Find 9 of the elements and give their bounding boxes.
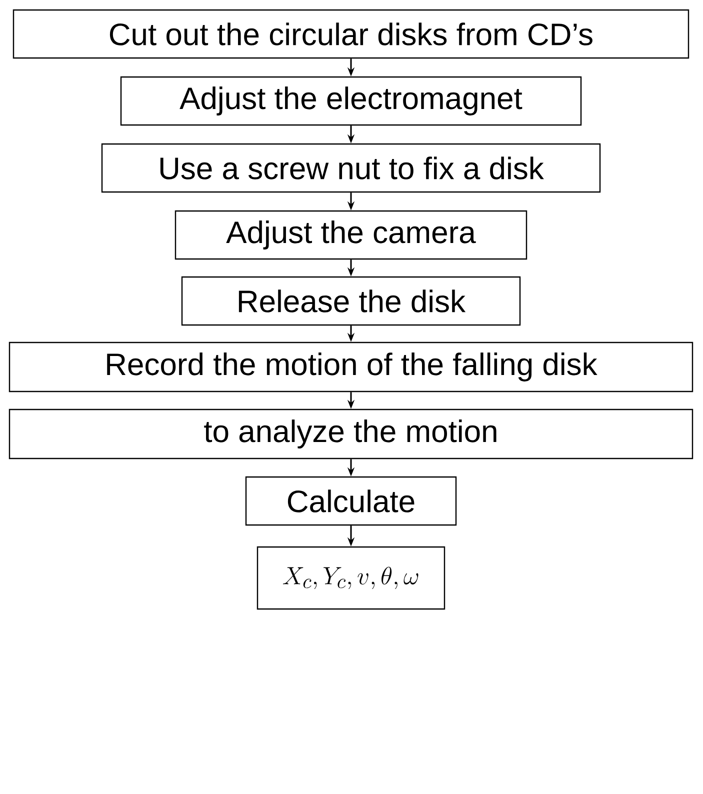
process-box: Adjust the camera: [174, 210, 528, 260]
process-box: $X_c, Y_c, v, \theta, \omega$: [256, 546, 446, 610]
process-box: Cut out the circular disks from CD’s: [12, 9, 690, 59]
process-box: to analyze the motion: [8, 408, 694, 460]
process-box: Calculate: [245, 476, 457, 526]
process-box: Release the disk: [181, 276, 521, 326]
process-box: Use a screw nut to fix a disk: [101, 143, 601, 193]
process-box: Record the motion of the falling disk: [8, 342, 694, 392]
process-box: Adjust the electromagnet: [120, 76, 582, 126]
